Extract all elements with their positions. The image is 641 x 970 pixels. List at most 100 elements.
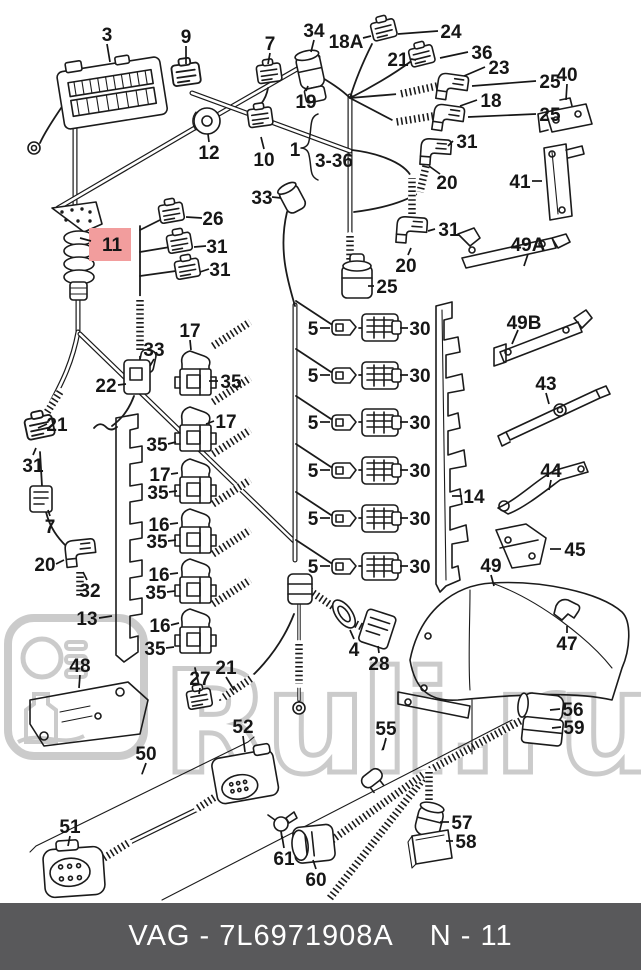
part-label-34: 34 xyxy=(303,21,325,42)
leader-line xyxy=(165,646,175,649)
part-label-19: 19 xyxy=(295,92,316,113)
part-44-bracket xyxy=(497,461,589,515)
leader-line xyxy=(551,726,562,729)
leader-line xyxy=(549,708,561,711)
part-31-connector-b xyxy=(172,252,202,281)
part-label-31: 31 xyxy=(438,220,460,241)
part-label-56: 56 xyxy=(562,700,583,721)
leader-line xyxy=(169,572,179,575)
part-label-55: 55 xyxy=(375,719,397,740)
part-52-connector xyxy=(211,742,280,805)
part-label-5: 5 xyxy=(308,413,319,434)
part-label-25: 25 xyxy=(539,72,561,93)
part-label-30: 30 xyxy=(409,557,430,578)
part-40-bracket xyxy=(537,97,593,133)
part-label-13: 13 xyxy=(76,609,97,630)
part-label-52: 52 xyxy=(232,717,253,738)
part-60-connector xyxy=(291,823,336,864)
part-label-57: 57 xyxy=(451,813,472,834)
leader-line xyxy=(349,629,355,640)
leader-line xyxy=(149,358,155,367)
part-label-3-36: 3-36 xyxy=(315,151,353,172)
leader-line xyxy=(281,835,285,849)
part-51-connector xyxy=(42,839,106,899)
leader-line xyxy=(471,80,537,87)
leader-line xyxy=(271,196,282,199)
part-label-58: 58 xyxy=(455,832,476,853)
leader-line xyxy=(312,859,317,870)
leader-line xyxy=(207,133,210,143)
part-label-10: 10 xyxy=(253,150,274,171)
leader-line xyxy=(427,228,436,232)
leader-line xyxy=(459,99,478,107)
part-label-21: 21 xyxy=(387,50,409,71)
part-label-16: 16 xyxy=(149,616,170,637)
part-label-7: 7 xyxy=(45,517,56,538)
leader-line xyxy=(242,735,246,753)
leader-line xyxy=(170,622,180,626)
bracket-rail-13 xyxy=(115,413,143,663)
part-label-7: 7 xyxy=(265,34,276,55)
part-label-30: 30 xyxy=(409,461,430,482)
part-label-5: 5 xyxy=(308,366,319,387)
part-label-33: 33 xyxy=(251,188,272,209)
part-label-30: 30 xyxy=(409,509,430,530)
part-label-14: 14 xyxy=(463,487,485,508)
part-label-36: 36 xyxy=(471,43,492,64)
part-label-21: 21 xyxy=(46,415,68,436)
part-label-43: 43 xyxy=(535,374,556,395)
footer-bar: VAG - 7L6971908A N - 11 xyxy=(0,903,641,970)
part-label-31: 31 xyxy=(456,132,478,153)
leader-line xyxy=(439,51,469,59)
injector-connectors xyxy=(331,313,402,581)
leader-line xyxy=(37,423,48,429)
part-label-31: 31 xyxy=(22,456,44,477)
part-label-16: 16 xyxy=(148,565,169,586)
artwork-layer xyxy=(21,12,630,902)
part-label-5: 5 xyxy=(308,461,319,482)
part-label-51: 51 xyxy=(59,817,81,838)
part-label-30: 30 xyxy=(409,366,430,387)
part-label-20: 20 xyxy=(436,173,457,194)
part-label-35: 35 xyxy=(146,435,168,456)
part-label-5: 5 xyxy=(308,509,319,530)
part-label-17: 17 xyxy=(179,321,200,342)
leader-line xyxy=(397,30,439,35)
part-36-connector xyxy=(405,38,437,69)
wiring-diagram: Ruli.ru xyxy=(4,12,641,902)
part-label-23: 23 xyxy=(488,58,509,79)
leader-line xyxy=(167,441,177,445)
part-label-27: 27 xyxy=(189,669,210,690)
part-7-connector-left xyxy=(29,485,53,513)
leader-line xyxy=(463,66,486,77)
leader-line xyxy=(82,571,88,581)
part-label-35: 35 xyxy=(220,372,242,393)
leader-line xyxy=(467,113,537,118)
part-label-44: 44 xyxy=(540,461,562,482)
leader-line xyxy=(189,339,192,351)
part-22-33-connector xyxy=(123,348,157,395)
leader-line xyxy=(198,687,201,695)
leader-line xyxy=(166,590,176,593)
part-label-24: 24 xyxy=(440,22,462,43)
part-47-clip xyxy=(553,598,581,621)
part-label-18: 18 xyxy=(480,91,501,112)
part-34-connector xyxy=(294,49,327,104)
rail-14-spine xyxy=(441,309,447,581)
leader-line xyxy=(98,615,113,619)
part-49-heat-shield xyxy=(397,581,630,719)
part-57-sensor xyxy=(414,801,445,838)
part-31-connector-top xyxy=(419,137,453,168)
leader-line xyxy=(106,43,111,63)
part-label-28: 28 xyxy=(368,654,389,675)
part-label-17: 17 xyxy=(215,412,236,433)
part-23-25-connector xyxy=(434,71,470,104)
part-4-grommet-disc xyxy=(331,599,357,629)
probe-fitting xyxy=(287,573,313,715)
part-label-48: 48 xyxy=(69,656,90,677)
leader-line xyxy=(407,247,412,256)
part-33-connector-top xyxy=(277,181,307,214)
part-25-connector-mid xyxy=(341,253,373,299)
leader-line xyxy=(511,329,519,345)
part-label-41: 41 xyxy=(509,172,531,193)
